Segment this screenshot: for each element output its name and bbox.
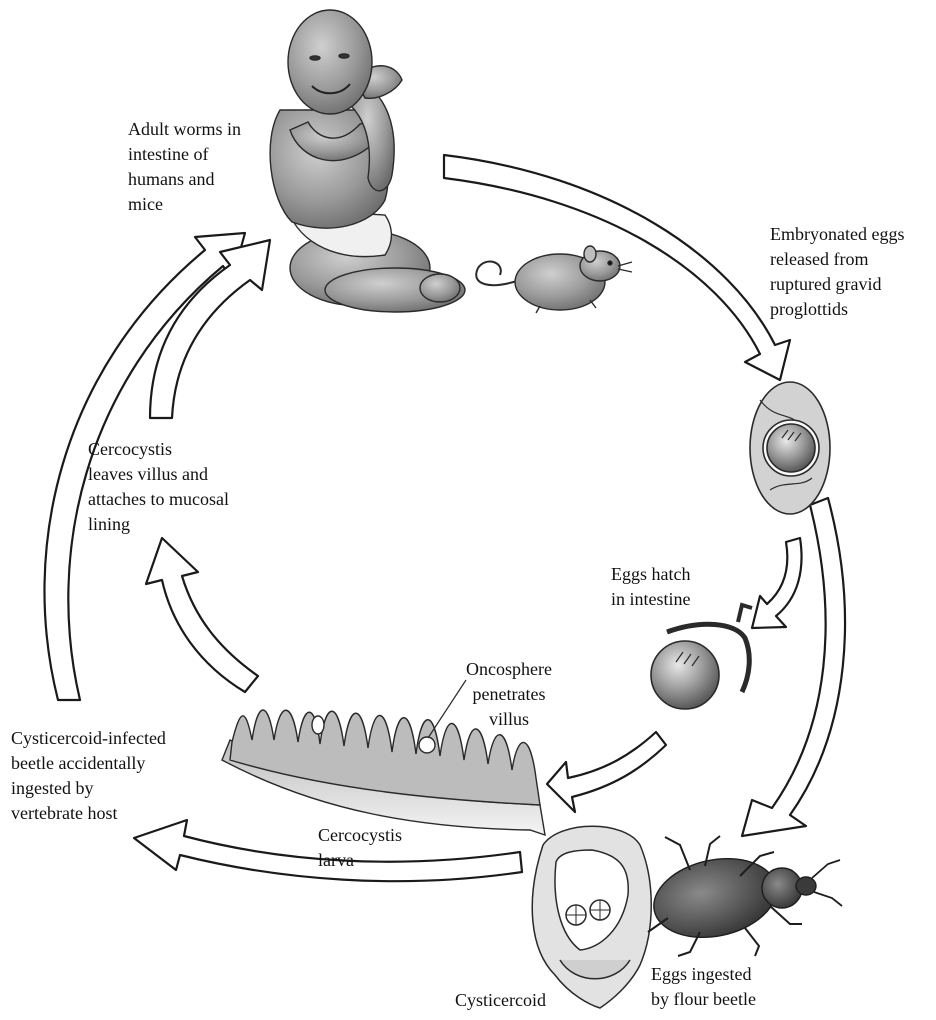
arrow-to-hatch — [752, 538, 802, 628]
label-cercocystis-larva-line1: Cercocystis — [318, 823, 402, 848]
label-oncosphere-line2: penetrates — [466, 682, 552, 707]
label-cysticercoid-text: Cysticercoid — [455, 988, 546, 1013]
label-eggs-hatch-line1: Eggs hatch — [611, 562, 691, 587]
cysticercoid-illustration — [532, 826, 651, 1008]
embryonated-egg — [750, 382, 830, 514]
label-cercocystis-leaves-line3: attaches to mucosal — [88, 487, 229, 512]
label-cercocystis-larva: Cercocystis larva — [318, 823, 402, 873]
label-cercocystis-leaves-line2: leaves villus and — [88, 462, 229, 487]
label-cercocystis-leaves-line1: Cercocystis — [88, 437, 229, 462]
label-embryonated-eggs-line1: Embryonated eggs — [770, 222, 904, 247]
baby-illustration — [270, 10, 465, 312]
label-oncosphere-line3: villus — [466, 707, 552, 732]
label-cysticercoid: Cysticercoid — [455, 988, 546, 1013]
label-embryonated-eggs-line2: released from — [770, 247, 904, 272]
arrow-to-villus — [547, 732, 666, 812]
label-adult-worms-line2: intestine of — [128, 142, 241, 167]
label-embryonated-eggs-line3: ruptured gravid — [770, 272, 904, 297]
label-eggs-ingested-line2: by flour beetle — [651, 987, 756, 1012]
label-cercocystis-leaves-line4: lining — [88, 512, 229, 537]
label-embryonated-eggs: Embryonated eggs released from ruptured … — [770, 222, 904, 322]
label-cysticercoid-infected-line1: Cysticercoid-infected — [11, 726, 166, 751]
label-cysticercoid-infected: Cysticercoid-infected beetle accidentall… — [11, 726, 166, 826]
label-cercocystis-larva-line2: larva — [318, 848, 402, 873]
hatched-egg — [651, 605, 752, 709]
arrow-villus-to-leaves — [146, 538, 258, 692]
label-embryonated-eggs-line4: proglottids — [770, 297, 904, 322]
label-cysticercoid-infected-line3: ingested by — [11, 776, 166, 801]
label-cysticercoid-infected-line4: vertebrate host — [11, 801, 166, 826]
label-adult-worms-line3: humans and — [128, 167, 241, 192]
label-adult-worms-line4: mice — [128, 192, 241, 217]
label-eggs-ingested: Eggs ingested by flour beetle — [651, 962, 756, 1012]
flour-beetle-illustration — [646, 836, 842, 956]
label-oncosphere: Oncosphere penetrates villus — [466, 657, 552, 732]
mouse-illustration — [476, 246, 632, 313]
label-cercocystis-leaves: Cercocystis leaves villus and attaches t… — [88, 437, 229, 537]
label-adult-worms: Adult worms in intestine of humans and m… — [128, 117, 241, 217]
label-eggs-ingested-line1: Eggs ingested — [651, 962, 756, 987]
label-oncosphere-line1: Oncosphere — [466, 657, 552, 682]
label-eggs-hatch-line2: in intestine — [611, 587, 691, 612]
label-eggs-hatch: Eggs hatch in intestine — [611, 562, 691, 612]
label-adult-worms-line1: Adult worms in — [128, 117, 241, 142]
label-cysticercoid-infected-line2: beetle accidentally — [11, 751, 166, 776]
